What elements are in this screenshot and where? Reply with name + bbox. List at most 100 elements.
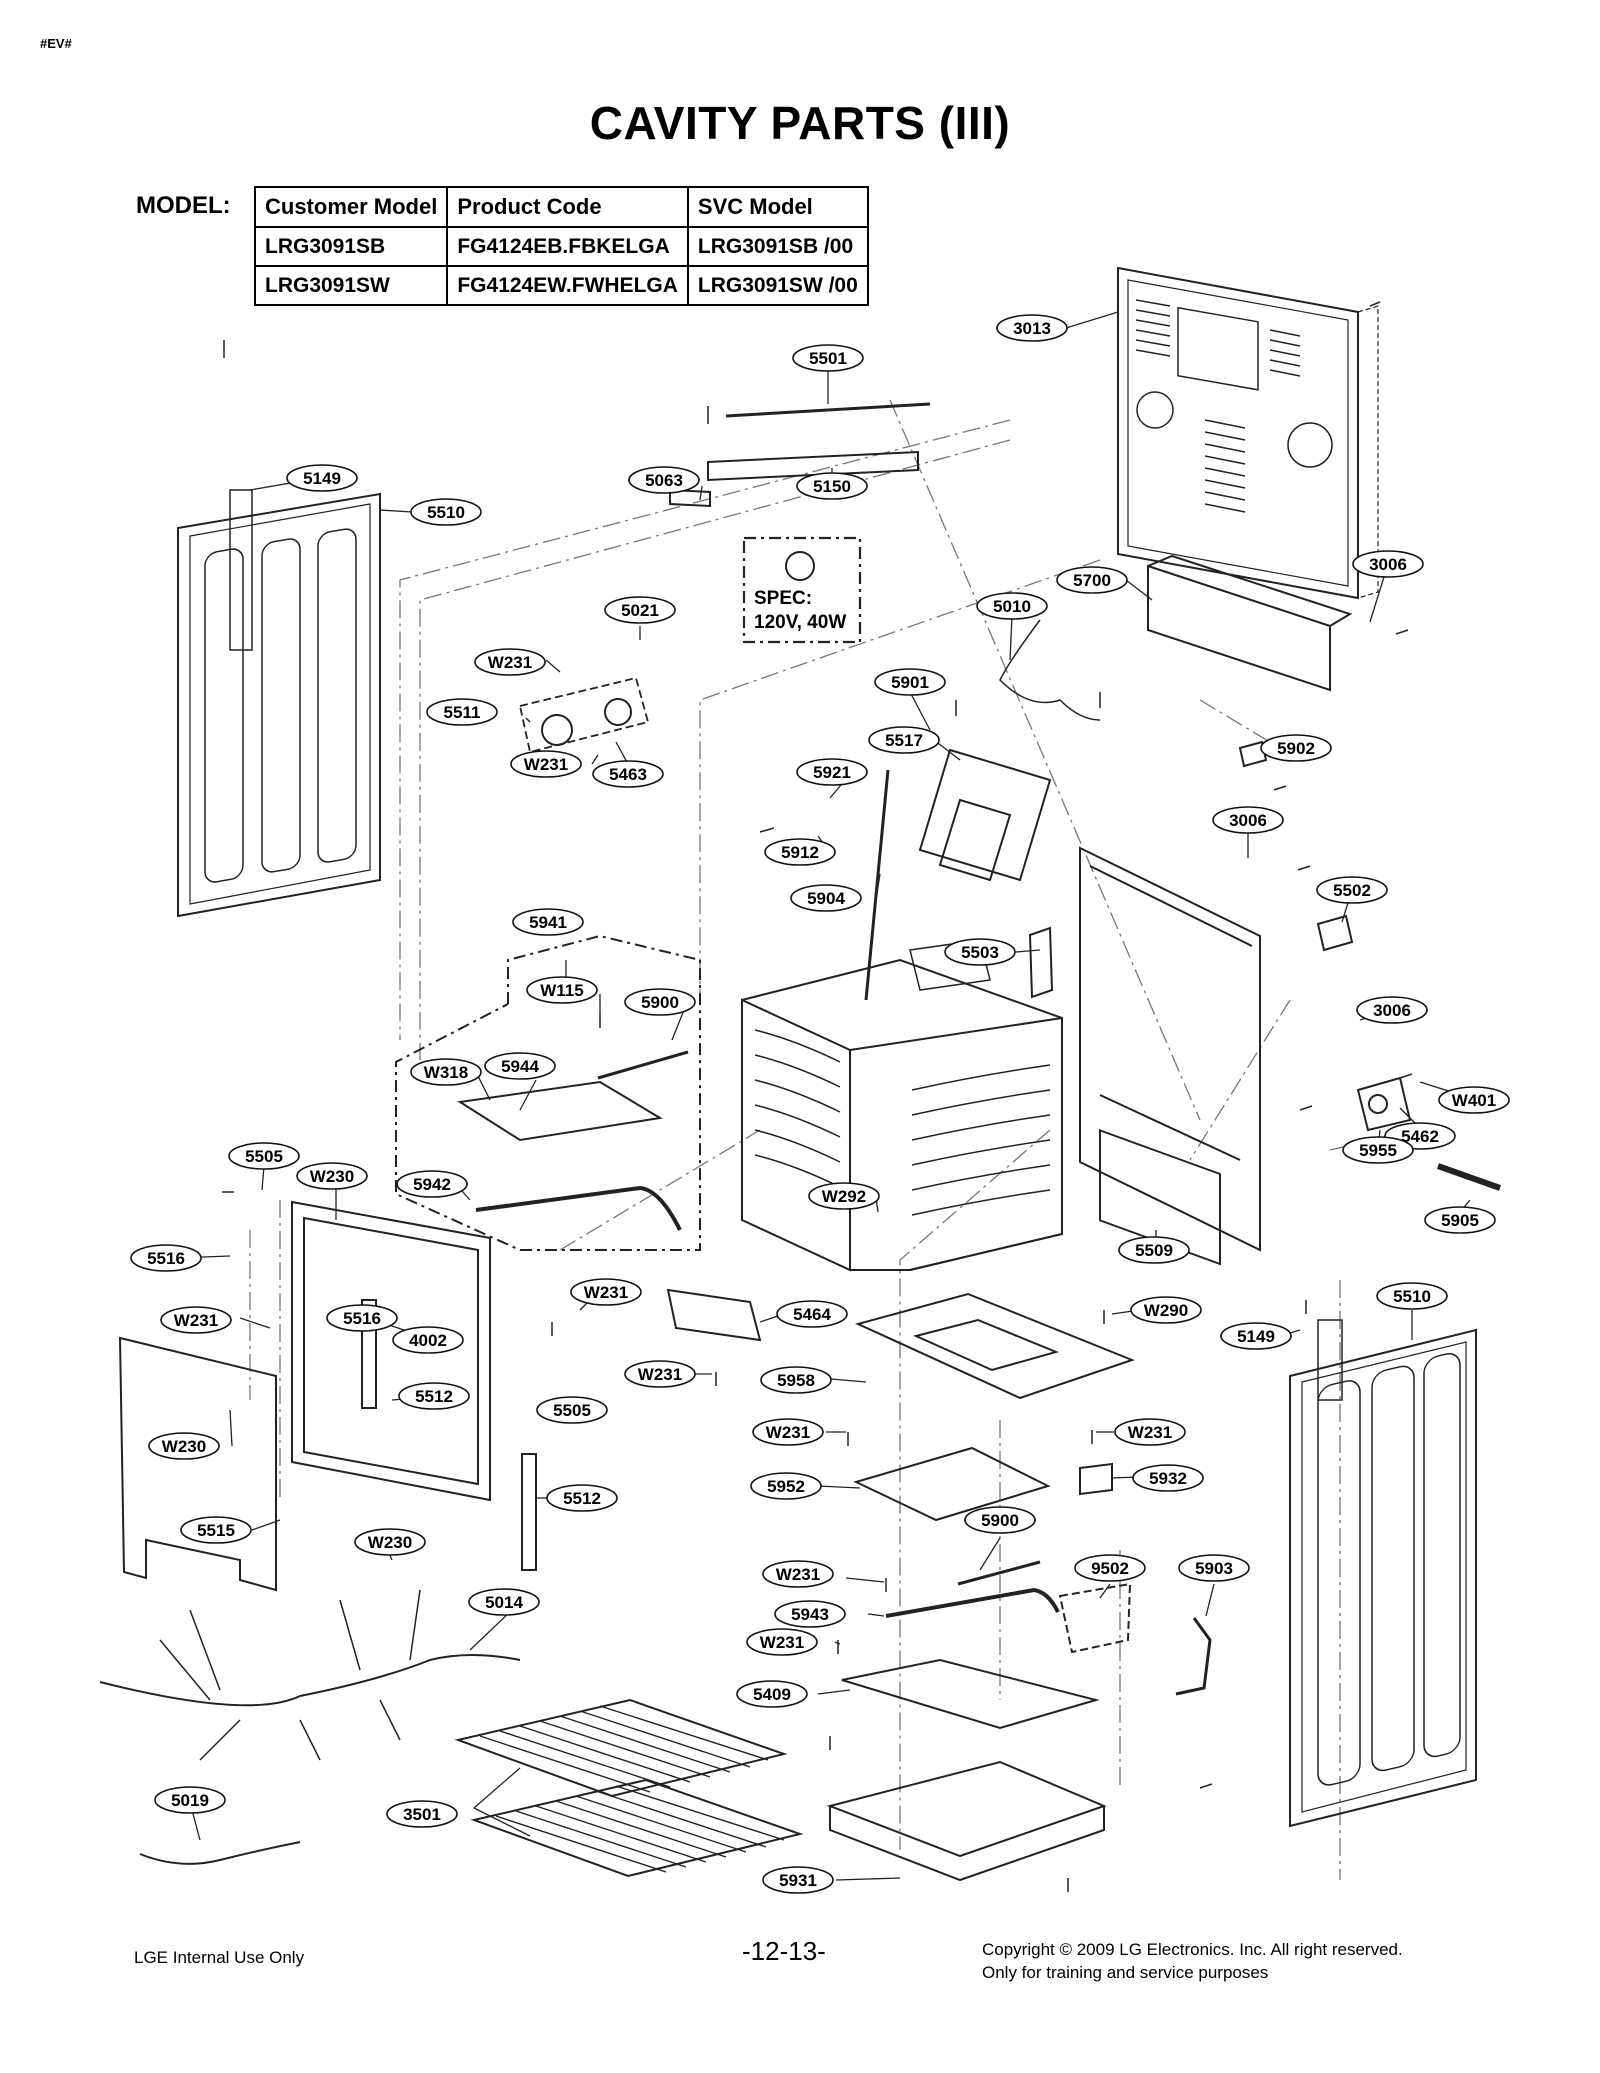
- part-number-label: 5149: [1237, 1327, 1275, 1346]
- part-number-label: 5900: [641, 993, 679, 1012]
- part-callout-bubble: [792, 344, 864, 372]
- column-svc-model: SVC Model: [686, 186, 869, 228]
- part-callout-bubble: [410, 498, 482, 526]
- panel-5958: [855, 1292, 1135, 1400]
- assembly-5941-outline: [395, 934, 701, 1251]
- tube-5904: [864, 769, 890, 1001]
- part-number-label: 5501: [809, 349, 847, 368]
- part-5503: [1028, 926, 1054, 999]
- part-number-label: 3013: [1013, 319, 1051, 338]
- product-code-cell: FG4124EW.FWHELGA: [446, 265, 689, 306]
- part-callout-bubble: [1114, 1418, 1186, 1446]
- part-callout-bubble: [410, 1058, 482, 1086]
- part-callout-bubble: [1376, 1282, 1448, 1310]
- part-number-label: 5510: [427, 503, 465, 522]
- training-note: Only for training and service purposes: [982, 1963, 1269, 1982]
- part-callout-bubble: [354, 1528, 426, 1556]
- part-number-label: W290: [1144, 1301, 1188, 1320]
- lamp-5511: [541, 714, 573, 746]
- bar-5150: [707, 450, 919, 482]
- model-label: MODEL:: [136, 192, 231, 219]
- part-number-label: 9502: [1091, 1559, 1129, 1578]
- part-number-label: W231: [1128, 1423, 1172, 1442]
- part-callout-bubble: [796, 472, 868, 500]
- part-callout-bubble: [764, 838, 836, 866]
- part-callout-bubble: [1316, 876, 1388, 904]
- part-callout-bubble: [296, 1162, 368, 1190]
- part-number-label: 4002: [409, 1331, 447, 1350]
- part-number-label: 5149: [303, 469, 341, 488]
- part-number-label: 5901: [891, 673, 929, 692]
- part-callout-bubble: [546, 1484, 618, 1512]
- wire-5019: [139, 1841, 301, 1865]
- drawer-5931: [826, 1760, 1107, 1882]
- part-number-label: W231: [776, 1565, 820, 1584]
- part-number-label: W231: [766, 1423, 810, 1442]
- part-number-label: 5510: [1393, 1287, 1431, 1306]
- part-number-label: W230: [162, 1437, 206, 1456]
- document-tag: #EV#: [40, 36, 72, 51]
- part-callout-bubble: [774, 1600, 846, 1628]
- svc-model-cell: LRG3091SB /00: [686, 226, 869, 267]
- part-number-label: 5902: [1277, 739, 1315, 758]
- part-callout-bubble: [1056, 566, 1128, 594]
- part-number-label: 5463: [609, 765, 647, 784]
- shield-5409: [841, 1658, 1100, 1730]
- burner-5943: [885, 1587, 1060, 1618]
- part-callout-bubble: [776, 1300, 848, 1328]
- part-callout-bubble: [396, 1170, 468, 1198]
- part-callout-bubble: [484, 1052, 556, 1080]
- part-callout-bubble: [426, 698, 498, 726]
- part-number-label: 3006: [1229, 811, 1267, 830]
- part-number-label: W401: [1452, 1091, 1496, 1110]
- part-number-label: 5512: [415, 1387, 453, 1406]
- spec-line-1: SPEC:: [754, 588, 812, 609]
- bracket-5512-a: [361, 1299, 377, 1409]
- part-number-label: W231: [524, 755, 568, 774]
- part-callout-bubble: [512, 908, 584, 936]
- part-callout-bubble: [180, 1516, 252, 1544]
- part-number-label: 5958: [777, 1371, 815, 1390]
- part-number-label: 5511: [444, 703, 481, 722]
- part-callout-bubble: [1212, 806, 1284, 834]
- part-callout-bubble: [1220, 1322, 1292, 1350]
- part-number-label: W230: [368, 1533, 412, 1552]
- part-number-label: 5912: [781, 843, 819, 862]
- model-table: Customer Model Product Code SVC Model LR…: [253, 186, 869, 306]
- part-callout-bubble: [392, 1326, 464, 1354]
- part-number-label: 5505: [553, 1401, 591, 1420]
- bracket-5700: [1147, 554, 1353, 692]
- igniter-5900-lower: [957, 1560, 1041, 1586]
- tube-5903: [1175, 1617, 1212, 1696]
- model-table-header: Customer Model Product Code SVC Model: [253, 186, 869, 228]
- part-callout-bubble: [736, 1680, 808, 1708]
- part-number-label: 5952: [767, 1477, 805, 1496]
- table-row: LRG3091SB FG4124EB.FBKELGA LRG3091SB /00: [253, 226, 869, 267]
- part-number-label: 3006: [1369, 555, 1407, 574]
- part-number-label: 5014: [485, 1593, 523, 1612]
- column-product-code: Product Code: [446, 186, 689, 228]
- part-callout-bubble: [944, 938, 1016, 966]
- part-callout-bubble: [468, 1588, 540, 1616]
- spec-line-2: 120V, 40W: [754, 612, 846, 633]
- part-callout-bubble: [510, 750, 582, 778]
- door-frame-left: [291, 1200, 491, 1502]
- part-callout-bubble: [976, 592, 1048, 620]
- part-callout-bubble: [760, 1366, 832, 1394]
- part-number-label: 5942: [413, 1175, 451, 1194]
- part-number-label: W231: [638, 1365, 682, 1384]
- burner-5944: [457, 1080, 663, 1142]
- switch-5502: [1316, 914, 1354, 952]
- part-number-label: 5019: [171, 1791, 209, 1810]
- customer-model-cell: LRG3091SB: [253, 226, 449, 267]
- part-number-label: 5517: [885, 731, 923, 750]
- part-number-label: 5010: [993, 597, 1031, 616]
- part-5902: [1238, 740, 1268, 768]
- part-callout-bubble: [790, 884, 862, 912]
- part-callout-bubble: [808, 1182, 880, 1210]
- part-number-label: 5903: [1195, 1559, 1233, 1578]
- part-callout-bubble: [1132, 1464, 1204, 1492]
- part-number-label: 5516: [147, 1249, 185, 1268]
- part-number-label: 5944: [501, 1057, 539, 1076]
